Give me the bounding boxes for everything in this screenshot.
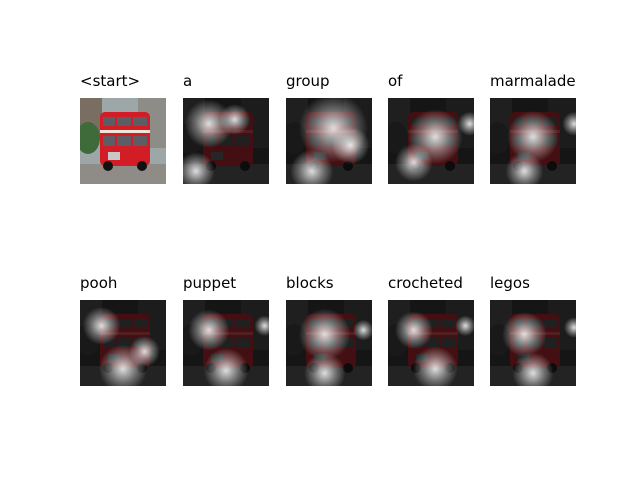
attention-spot [512, 352, 554, 386]
attention-spot [502, 312, 547, 357]
caption-word: of [388, 72, 403, 90]
attention-spot [394, 143, 433, 182]
bus-window [220, 338, 234, 348]
attention-map [490, 98, 576, 184]
bus-wheel [343, 363, 353, 373]
caption-word: marmalade [490, 72, 576, 90]
attention-spot [290, 149, 334, 184]
road [80, 164, 166, 184]
caption-word: puppet [183, 274, 237, 292]
attention-spot [563, 317, 576, 338]
attention-spot [304, 352, 346, 386]
bus-window [117, 117, 131, 126]
bus-window [543, 338, 557, 348]
bus-window [543, 319, 557, 328]
attention-spot [82, 306, 121, 345]
bus-window [236, 136, 250, 146]
attention-spot [188, 309, 230, 351]
bus-wheel [547, 161, 557, 171]
attention-spot [203, 348, 249, 386]
bus-window [236, 338, 250, 348]
original-image [80, 98, 166, 184]
bus-window [425, 338, 439, 348]
attention-spot [219, 104, 251, 135]
attention-spot [455, 315, 474, 337]
attention-spot [457, 111, 474, 136]
caption-word: <start> [80, 72, 141, 90]
bus-window [117, 338, 131, 348]
bus-window [117, 136, 131, 146]
bus-stripe [100, 332, 150, 335]
bus-wheel [240, 161, 250, 171]
tree [388, 122, 408, 154]
attention-spot [254, 315, 269, 337]
attention-spot [184, 99, 233, 148]
bus-stripe [408, 332, 458, 335]
caption-word: a [183, 72, 193, 90]
bus-wheel [103, 161, 113, 171]
bus-wheel [445, 161, 455, 171]
bus-window [133, 117, 147, 126]
attention-map [80, 300, 166, 386]
attention-map [286, 98, 372, 184]
attention-spot [562, 111, 576, 136]
bus-window [236, 319, 250, 328]
tree [80, 122, 100, 154]
attention-spot [412, 346, 458, 386]
bus-grille [108, 152, 120, 160]
attention-map [183, 300, 269, 386]
attention-map [388, 98, 474, 184]
attention-spot [394, 311, 433, 350]
bus-grille [211, 152, 223, 160]
attention-spot [129, 336, 160, 368]
attention-spot [505, 152, 544, 184]
bus-window [220, 136, 234, 146]
caption-word: crocheted [388, 274, 463, 292]
caption-word: pooh [80, 274, 118, 292]
bus-window [133, 319, 147, 328]
bus-window [441, 319, 455, 328]
caption-word: blocks [286, 274, 334, 292]
bus-window [425, 319, 439, 328]
bus-window [133, 136, 147, 146]
attention-spot [507, 110, 559, 163]
attention-spot [298, 308, 351, 361]
bus-window [441, 338, 455, 348]
attention-map [286, 300, 372, 386]
attention-map [490, 300, 576, 386]
bus-window [103, 117, 115, 126]
tree [490, 122, 510, 154]
attention-spot [353, 319, 372, 341]
attention-map [183, 98, 269, 184]
attention-spot [183, 152, 215, 184]
bus-stripe [100, 130, 150, 133]
caption-word: legos [490, 274, 530, 292]
bus-wheel [137, 161, 147, 171]
bus-window [117, 319, 131, 328]
caption-word: group [286, 72, 330, 90]
bus-window [103, 136, 115, 146]
attention-spot [331, 126, 370, 165]
attention-map [388, 300, 474, 386]
